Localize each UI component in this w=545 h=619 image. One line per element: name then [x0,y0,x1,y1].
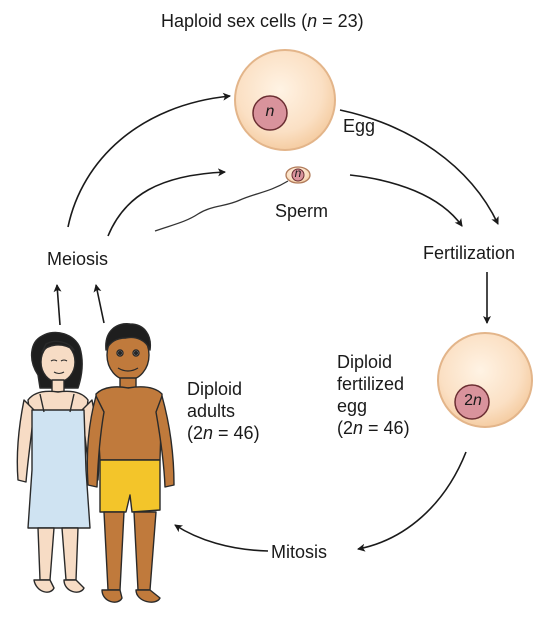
haploid-title-suffix: = 23) [317,11,364,31]
sperm-nucleus-label: n [290,166,306,180]
haploid-title-var: n [307,11,317,31]
zygote-nucleus-label: 2n [458,392,488,410]
zygote-line-2: fertilized [337,373,410,395]
female-adult-figure [17,332,99,592]
zygote-description: Diploid fertilized egg (2n = 46) [337,351,410,439]
egg-nucleus-label: n [258,103,282,121]
meiosis-label: Meiosis [47,248,108,270]
arrow-sperm-to-fertilization [350,175,462,226]
arrow-female-to-meiosis [57,285,60,325]
egg-cell [235,50,335,150]
arrow-meiosis-to-sperm [108,172,225,236]
fertilization-label: Fertilization [423,242,515,264]
haploid-title-prefix: Haploid sex cells ( [161,11,307,31]
zygote-count-suffix: = 46) [363,418,410,438]
zygote-line-1: Diploid [337,351,410,373]
zygote-line-3: egg [337,395,410,417]
sperm-label: Sperm [275,200,328,222]
mitosis-label: Mitosis [271,541,327,563]
adults-count-prefix: (2 [187,423,203,443]
adults-count-var: n [203,423,213,443]
sperm-tail [155,181,288,231]
haploid-title: Haploid sex cells (n = 23) [161,10,364,32]
zygote-cell [438,333,532,427]
zygote-nucleus-var: n [473,392,482,409]
adults-line-2: adults [187,400,260,422]
arrow-male-to-meiosis [96,285,104,323]
zygote-chromosome-count: (2n = 46) [337,417,410,439]
adults-line-1: Diploid [187,378,260,400]
egg-label: Egg [343,115,375,137]
arrow-mitosis-to-adults [175,525,268,551]
adults-description: Diploid adults (2n = 46) [187,378,260,444]
arrow-meiosis-to-egg [68,96,230,227]
arrow-zygote-to-mitosis [358,452,466,549]
adults-chromosome-count: (2n = 46) [187,422,260,444]
zygote-nucleus-number: 2 [464,392,473,409]
adults-count-suffix: = 46) [213,423,260,443]
zygote-count-prefix: (2 [337,418,353,438]
zygote-count-var: n [353,418,363,438]
male-adult-figure [87,324,174,602]
